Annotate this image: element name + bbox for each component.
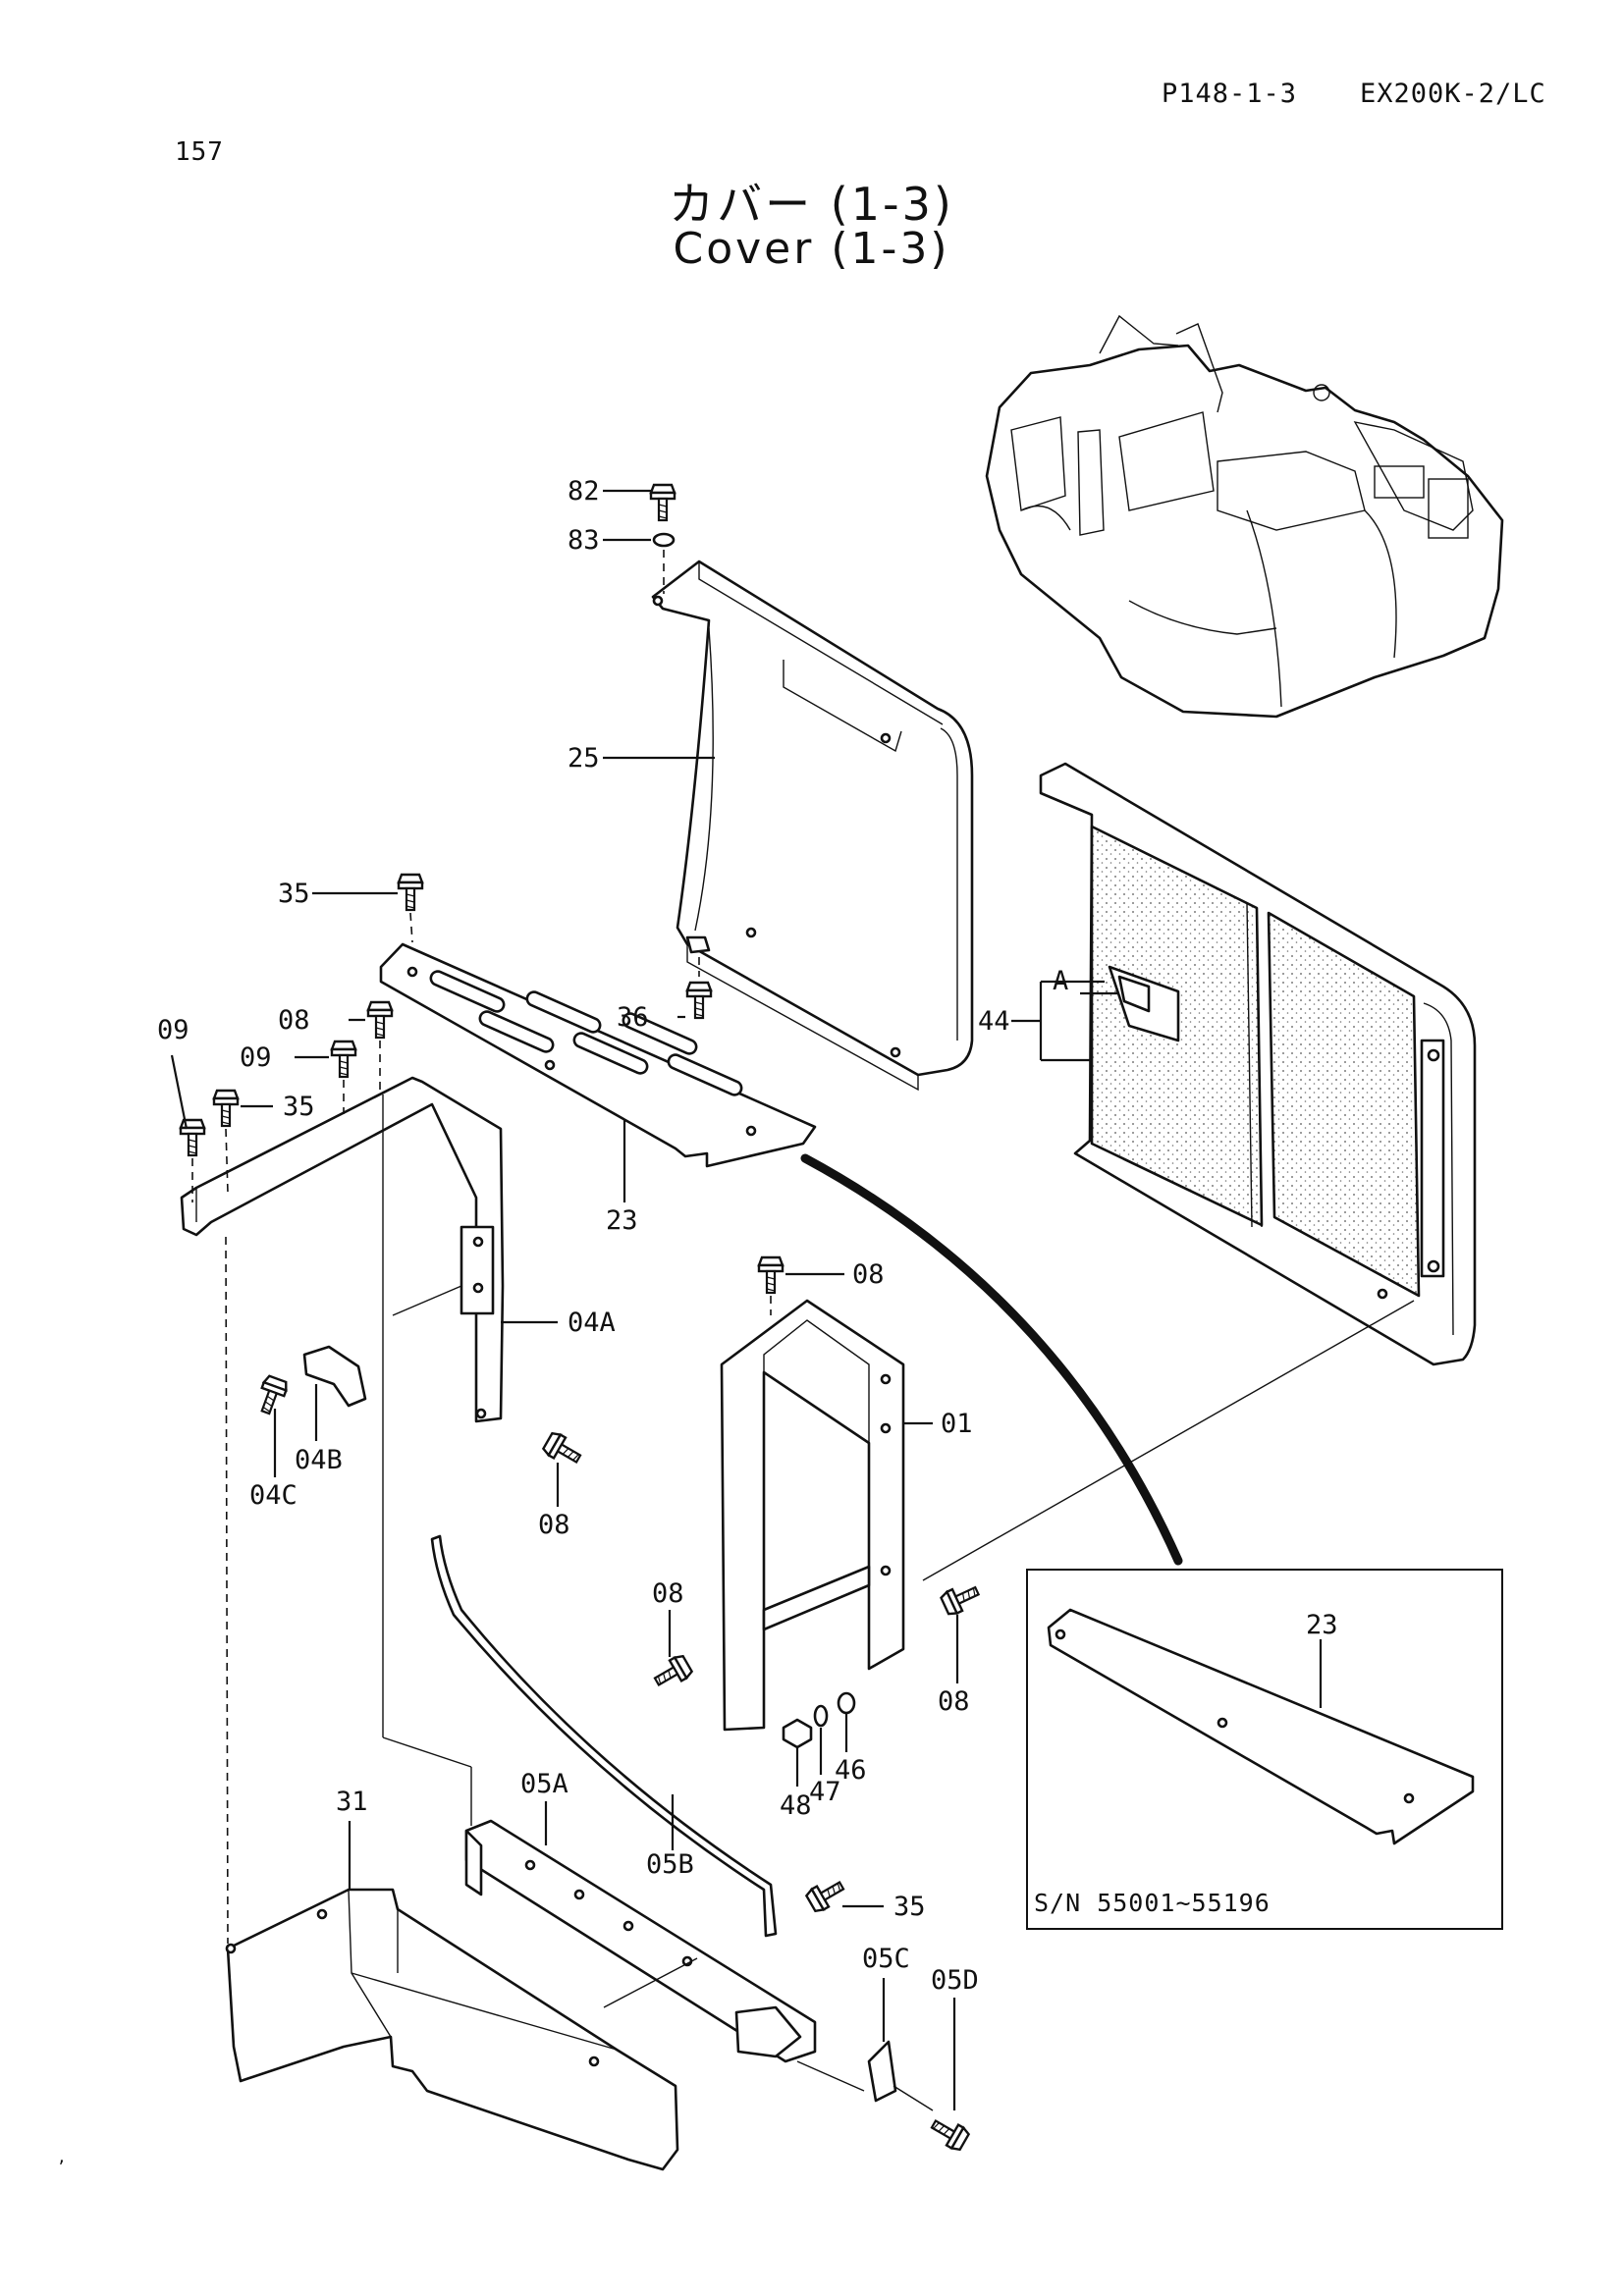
part-23-top-plate (379, 942, 817, 1168)
callout-08-04A: 08 (538, 1510, 570, 1540)
bolt-08-right-icon (939, 1578, 984, 1618)
inset-callout-23: 23 (1306, 1610, 1338, 1640)
part-25-cover-panel (651, 560, 974, 1092)
bolt-35-top-icon (397, 873, 424, 912)
part-05b-rod (430, 1534, 778, 1938)
callout-82: 82 (568, 476, 600, 507)
hose-line (800, 1153, 1183, 1566)
callout-01: 01 (941, 1409, 973, 1439)
bolt-05d-icon (926, 2112, 972, 2154)
callout-08-left: 08 (652, 1578, 684, 1609)
part-44-side-door (1039, 762, 1477, 1366)
part-05a-bar (464, 1819, 817, 2063)
bolt-08-top-icon (366, 1000, 394, 1040)
document-reference: P148-1-3 (1162, 79, 1298, 109)
callout-08-01: 08 (852, 1259, 885, 1290)
callout-05B: 05B (646, 1849, 694, 1880)
callout-05D: 05D (931, 1965, 979, 1996)
page-number: 157 (175, 137, 224, 167)
callout-08-right: 08 (938, 1686, 970, 1717)
bolt-35-mid-icon (212, 1089, 240, 1128)
machine-model: EX200K-2/LC (1360, 79, 1546, 109)
part-01-frame (720, 1299, 905, 1732)
callout-04B: 04B (295, 1445, 343, 1475)
left-bracket-frame (180, 1076, 505, 1423)
serial-number-note: S/N 55001~55196 (1034, 1889, 1271, 1917)
callout-A: A (1053, 966, 1068, 996)
callout-09-mid: 09 (240, 1042, 272, 1073)
part-31-lower-cover (225, 1888, 679, 2171)
title-japanese: カバー (1-3) (669, 178, 954, 231)
callout-08-top: 08 (278, 1005, 310, 1036)
bolt-08-01-icon (757, 1255, 784, 1295)
callout-05C: 05C (862, 1944, 910, 1974)
callout-46: 46 (835, 1755, 867, 1786)
callout-83: 83 (568, 525, 600, 556)
callout-48: 48 (780, 1790, 812, 1821)
inset-detail-box (1026, 1569, 1503, 1930)
nut-48-icon (782, 1718, 813, 1749)
page-footnote-mark: , (57, 2148, 67, 2166)
callout-47: 47 (809, 1777, 841, 1807)
bolt-04c-icon (252, 1373, 291, 1417)
callout-04A: 04A (568, 1308, 616, 1338)
washer-46-icon (837, 1691, 856, 1715)
callout-44: 44 (978, 1006, 1010, 1037)
part-04b-bracket (302, 1345, 367, 1408)
callout-25: 25 (568, 743, 600, 774)
title-english: Cover (1-3) (673, 224, 950, 274)
washer-83-icon (652, 532, 676, 548)
callout-09-left: 09 (157, 1015, 189, 1045)
callout-36: 36 (617, 1002, 649, 1033)
callout-23: 23 (606, 1205, 638, 1236)
bolt-09-mid-icon (330, 1040, 357, 1079)
callout-35-mid: 35 (283, 1092, 315, 1122)
bolt-08-04a-icon (540, 1429, 586, 1470)
callout-04C: 04C (249, 1480, 298, 1511)
bolt-09-left-icon (179, 1118, 206, 1157)
machine-overview-illustration (985, 314, 1504, 719)
bolt-08-left-icon (649, 1652, 695, 1693)
part-05c-bracket (867, 2040, 897, 2103)
bolt-82-icon (649, 483, 676, 522)
lock-washer-47-icon (813, 1704, 829, 1728)
callout-05A: 05A (520, 1769, 568, 1799)
callout-35-top: 35 (278, 879, 310, 909)
bolt-35-bottom-icon (803, 1874, 849, 1915)
callout-35-bottom: 35 (893, 1892, 926, 1922)
inset-part-23-plate: 23 (1047, 1608, 1475, 1845)
bolt-36-icon (685, 981, 713, 1020)
callout-31: 31 (336, 1787, 368, 1817)
